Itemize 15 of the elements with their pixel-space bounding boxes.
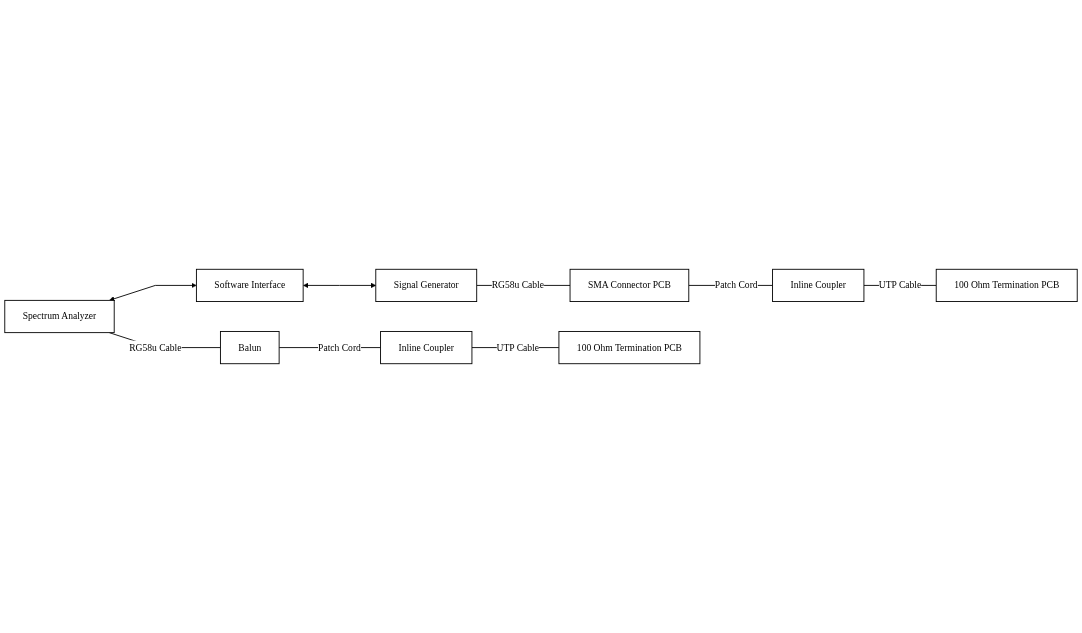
edge-label: UTP Cable [878, 280, 922, 291]
node-box: Software Interface [195, 268, 304, 302]
node-box: Signal Generator [375, 268, 478, 302]
node-box: SMA Connector PCB [569, 268, 690, 302]
node-box: 100 Ohm Termination PCB [558, 331, 701, 365]
node-box: Inline Coupler [380, 331, 473, 365]
edge-label: UTP Cable [496, 342, 540, 353]
edge-label: Patch Cord [714, 280, 758, 291]
edge-label: RG58u Cable [491, 280, 544, 291]
node-box: Balun [219, 331, 280, 365]
edge-label: RG58u Cable [129, 342, 182, 353]
node-box: Spectrum Analyzer [4, 299, 115, 334]
edge-label: Patch Cord [318, 342, 361, 353]
node-box: 100 Ohm Termination PCB [935, 268, 1078, 302]
node-box: Inline Coupler [772, 268, 865, 302]
